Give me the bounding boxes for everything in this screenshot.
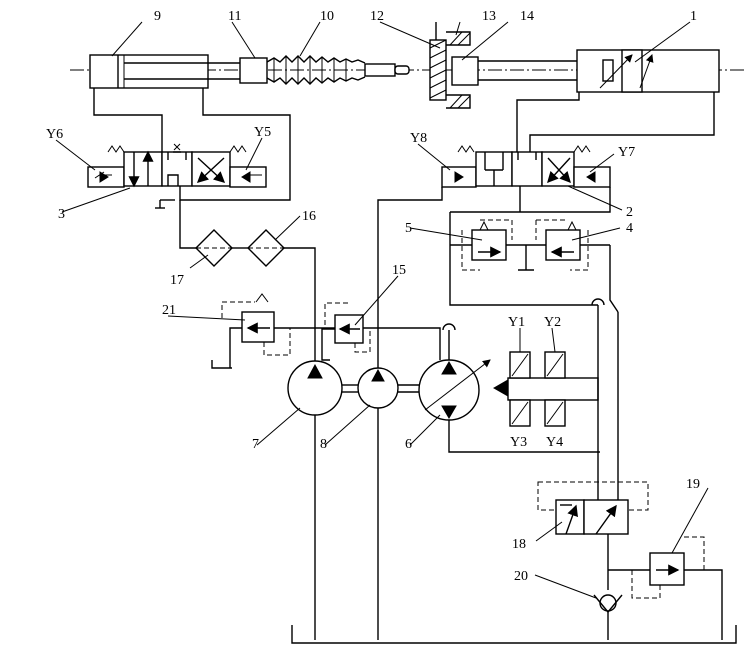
valve-18 [537, 481, 649, 590]
label-9: 9 [154, 9, 161, 24]
label-Y1: Y1 [508, 315, 525, 330]
label-2: 2 [626, 205, 633, 220]
label-8: 8 [320, 437, 327, 452]
label-10: 10 [320, 9, 334, 24]
label-7: 7 [252, 437, 259, 452]
label-15: 15 [392, 263, 406, 278]
cylinder-9 [89, 54, 240, 89]
label-19: 19 [686, 477, 700, 492]
label-20: 20 [514, 569, 528, 584]
label-17: 17 [170, 273, 184, 288]
relief-valve-15 [321, 302, 371, 361]
directional-valve-3 [87, 143, 267, 188]
coupling-11 [239, 57, 268, 84]
directional-valve-2 [441, 145, 611, 188]
filters-16-17 [179, 200, 316, 375]
label-Y6: Y6 [46, 127, 63, 142]
label-14: 14 [520, 9, 534, 24]
pump-7 [287, 360, 343, 640]
pressure-valves-4-5 [449, 186, 611, 306]
label-3: 3 [58, 207, 65, 222]
pump-8 [342, 187, 443, 640]
label-Y2: Y2 [544, 315, 561, 330]
right-lines [591, 245, 619, 500]
check-valve-20 [593, 594, 623, 640]
displacement-mechanism [492, 351, 599, 427]
label-11: 11 [228, 9, 241, 24]
leader-lines [55, 21, 709, 599]
relief-valve-21 [211, 293, 441, 369]
label-12: 12 [370, 9, 384, 24]
label-4: 4 [626, 221, 633, 236]
label-5: 5 [405, 221, 412, 236]
label-21: 21 [162, 303, 176, 318]
label-Y3: Y3 [510, 435, 527, 450]
label-Y7: Y7 [618, 145, 635, 160]
bellows-10 [266, 55, 410, 85]
label-16: 16 [302, 209, 316, 224]
workpiece-12-13 [429, 22, 471, 109]
label-13: 13 [482, 9, 496, 24]
pump-6 [398, 323, 600, 453]
label-Y8: Y8 [410, 131, 427, 146]
label-1: 1 [690, 9, 697, 24]
label-Y5: Y5 [254, 125, 271, 140]
cylinder-1 [451, 49, 720, 93]
top-lines [93, 88, 715, 208]
relief-valve-19 [608, 536, 723, 640]
tank [155, 207, 737, 644]
label-18: 18 [512, 537, 526, 552]
label-Y4: Y4 [546, 435, 563, 450]
labels: 9 11 10 12 13 14 1 Y6 Y5 Y8 Y7 3 2 5 4 1… [46, 9, 700, 584]
label-6: 6 [405, 437, 412, 452]
